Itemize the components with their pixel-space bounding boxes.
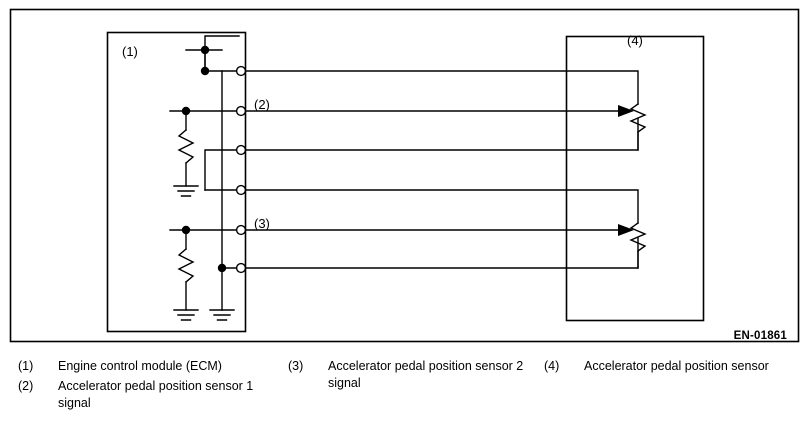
legend-label: Accelerator pedal position sensor 1 sign…	[58, 379, 254, 410]
callout-label-1: (1)	[122, 44, 138, 59]
legend-column-3: (4) Accelerator pedal position sensor	[544, 358, 806, 378]
ecm-app1-ground-symbol	[173, 185, 199, 197]
junction-dot-app1-input	[181, 106, 191, 116]
legend-label: Engine control module (ECM)	[58, 359, 222, 373]
diagram-outer-frame	[9, 8, 800, 343]
harness-wire-supply-app2	[244, 189, 639, 224]
legend-item: (3) Accelerator pedal position sensor 2 …	[288, 358, 538, 392]
ecm-app2-pullup-resistor	[177, 248, 195, 283]
ecm-supply-bus-top	[204, 35, 240, 72]
connector-terminal-signal-app2	[235, 224, 247, 236]
junction-dot-reference-source	[200, 45, 210, 55]
legend-column-1: (1) Engine control module (ECM) (2) Acce…	[18, 358, 280, 415]
legend-item: (4) Accelerator pedal position sensor	[544, 358, 806, 375]
connector-terminal-supply-app1	[235, 65, 247, 77]
connector-terminal-signal-app1	[235, 105, 247, 117]
junction-dot-supply-node	[200, 66, 210, 76]
legend-label: Accelerator pedal position sensor 2 sign…	[328, 359, 524, 390]
legend: (1) Engine control module (ECM) (2) Acce…	[0, 352, 809, 428]
junction-dot-app2-input	[181, 225, 191, 235]
legend-label: Accelerator pedal position sensor	[584, 359, 769, 373]
harness-wire-supply-app1	[244, 70, 639, 105]
junction-dot-ground-bus	[217, 263, 227, 273]
legend-item: (1) Engine control module (ECM)	[18, 358, 280, 375]
sensor-potentiometer-2-element	[629, 222, 647, 252]
sensor-potentiometer-2-wiper-arrow	[618, 224, 634, 236]
sensor-potentiometer-1-wiper-arrow	[618, 105, 634, 117]
ecm-common-ground-symbol	[209, 309, 235, 321]
sensor-block	[565, 35, 705, 322]
legend-number: (2)	[18, 379, 34, 393]
ecm-app1-pullup-resistor	[177, 129, 195, 164]
legend-number: (1)	[18, 359, 34, 373]
ecm-ground-bus-upper	[204, 149, 240, 191]
sensor-potentiometer-1-element	[629, 103, 647, 133]
legend-number: (4)	[544, 359, 560, 373]
callout-label-4: (4)	[627, 33, 643, 48]
ecm-block	[106, 31, 247, 333]
callout-label-2: (2)	[254, 97, 270, 112]
legend-column-2: (3) Accelerator pedal position sensor 2 …	[288, 358, 538, 395]
connector-terminal-ground-app1	[235, 144, 247, 156]
callout-label-3: (3)	[254, 216, 270, 231]
connector-terminal-supply-app2	[235, 184, 247, 196]
legend-item: (2) Accelerator pedal position sensor 1 …	[18, 378, 280, 412]
connector-terminal-ground-app2	[235, 262, 247, 274]
legend-number: (3)	[288, 359, 304, 373]
reference-code: EN-01861	[733, 330, 787, 342]
wiring-diagram: (1) (2) (3) (4)	[9, 8, 800, 343]
ecm-app2-ground-symbol	[173, 309, 199, 321]
